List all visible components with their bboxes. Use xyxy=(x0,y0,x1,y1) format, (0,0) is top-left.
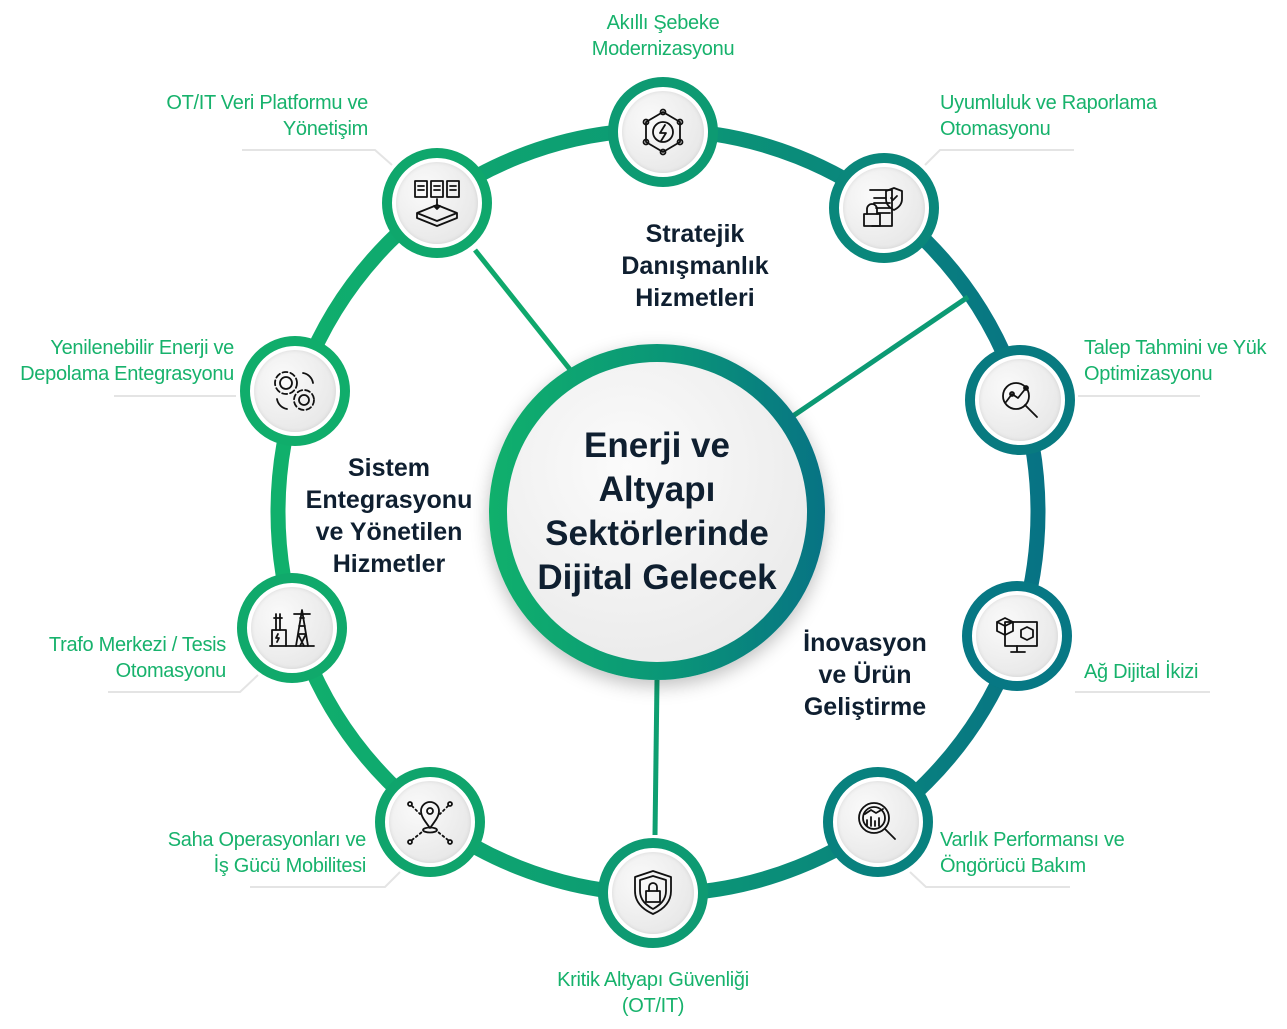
divider-line xyxy=(652,679,660,836)
performance-search-icon xyxy=(858,802,896,840)
digital-twin-icon xyxy=(996,617,1038,653)
node-label-asset-performance: Varlık Performansı ve Öngörücü Bakım xyxy=(940,829,1125,877)
node-critical-security[interactable] xyxy=(598,838,708,948)
node-label-data-platform: OT/IT Veri Platformu ve Yönetişim xyxy=(166,92,368,140)
divider-line xyxy=(788,294,970,421)
shield-lock-icon xyxy=(634,870,672,915)
node-data-platform[interactable] xyxy=(382,148,492,258)
node-label-critical-security: Kritik Altyapı Güvenliği (OT/IT) xyxy=(557,969,749,1017)
center-title: Enerji ve Altyapı Sektörlerinde Dijital … xyxy=(537,426,777,597)
node-digital-twin[interactable] xyxy=(962,581,1072,691)
section-title-integration: Sistem Entegrasyonu ve Yönetilen Hizmetl… xyxy=(305,454,473,578)
center-circle: Enerji ve Altyapı Sektörlerinde Dijital … xyxy=(489,344,825,680)
section-title-innovation: İnovasyon ve Ürün Geliştirme xyxy=(803,629,927,721)
node-demand-forecast[interactable] xyxy=(965,345,1075,455)
node-label-digital-twin: Ağ Dijital İkizi xyxy=(1084,661,1199,683)
location-pin-icon xyxy=(407,801,453,845)
divider-line xyxy=(473,248,574,374)
compliance-document-icon xyxy=(863,187,903,227)
node-label-renewable: Yenilenebilir Enerji ve Depolama Entegra… xyxy=(20,337,234,385)
node-renewable[interactable] xyxy=(240,336,350,446)
node-compliance[interactable] xyxy=(829,153,939,263)
node-label-smart-grid: Akıllı Şebeke Modernizasyonu xyxy=(591,12,735,60)
node-label-substation: Trafo Merkezi / Tesis Otomasyonu xyxy=(48,634,226,682)
node-label-compliance: Uyumluluk ve Raporlama Otomasyonu xyxy=(940,92,1157,140)
node-label-field-operations: Saha Operasyonları ve İş Gücü Mobilitesi xyxy=(167,829,367,877)
analytics-search-icon xyxy=(1002,382,1038,418)
node-substation[interactable] xyxy=(237,573,347,683)
node-smart-grid[interactable] xyxy=(608,77,718,187)
smart-grid-icon xyxy=(642,108,684,156)
section-title-strategic: Stratejik Danışmanlık Hizmetleri xyxy=(621,220,769,312)
node-field-operations[interactable] xyxy=(375,767,485,877)
data-platform-icon xyxy=(414,180,460,227)
leader-lines xyxy=(108,149,1210,888)
node-asset-performance[interactable] xyxy=(823,767,933,877)
node-label-demand-forecast: Talep Tahmini ve Yük Optimizasyonu xyxy=(1084,337,1267,385)
substation-icon xyxy=(269,609,315,647)
gears-icon xyxy=(274,371,315,411)
